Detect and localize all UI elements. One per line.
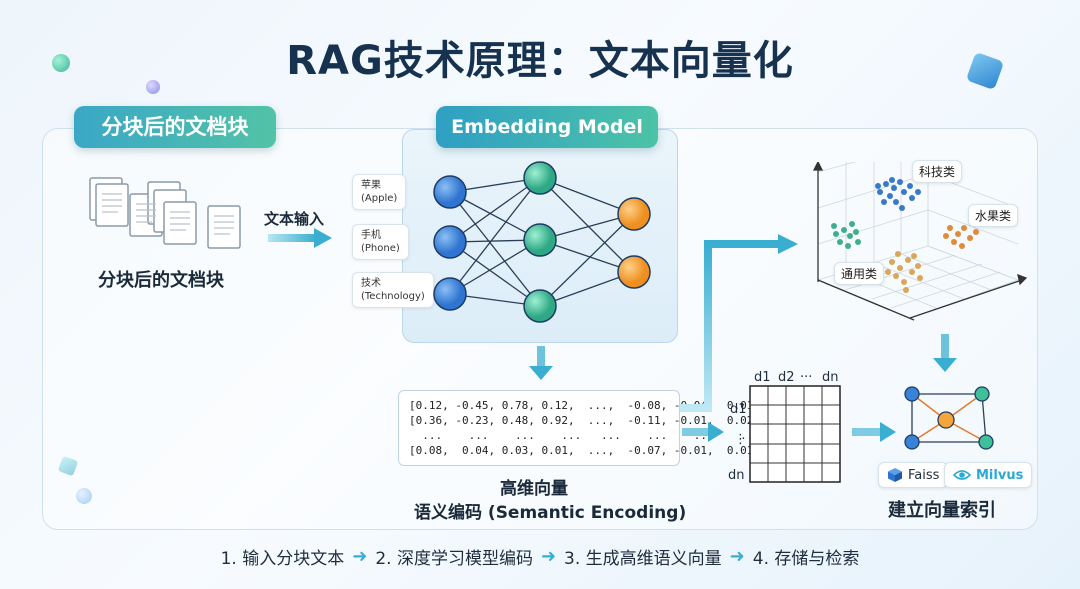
step-label: 3. 生成高维语义向量 bbox=[564, 549, 722, 569]
cluster-label-general: 通用类 bbox=[834, 262, 885, 285]
input-word-apple-zh: 苹果 bbox=[361, 180, 381, 191]
step-arrow-icon: ➜ bbox=[729, 546, 745, 567]
model-to-vector-arrow bbox=[529, 346, 553, 380]
input-word-phone-zh: 手机 bbox=[361, 230, 381, 241]
text-input-arrow bbox=[268, 228, 332, 248]
faiss-logo: Faiss bbox=[878, 462, 949, 488]
scatter-to-index-arrow bbox=[933, 334, 957, 372]
vector-caption-subtitle: 语义编码 (Semantic Encoding) bbox=[414, 503, 687, 523]
input-word-apple-en: (Apple) bbox=[361, 193, 398, 204]
milvus-eye-icon bbox=[953, 470, 971, 480]
input-word-technology-en: (Technology) bbox=[361, 291, 425, 302]
vector-to-grid-arrow bbox=[682, 422, 724, 442]
embedding-model-pill: Embedding Model bbox=[436, 106, 658, 148]
vector-row: [0.08, 0.04, 0.03, 0.01, ..., -0.07, -0.… bbox=[409, 444, 760, 457]
chunk-docs-pill: 分块后的文档块 bbox=[74, 106, 276, 148]
dimension-grid bbox=[749, 385, 841, 483]
dim-row-label: ⋮ bbox=[734, 432, 747, 447]
step-label: 2. 深度学习模型编码 bbox=[375, 549, 533, 569]
vector-space-scatter bbox=[812, 162, 1028, 321]
vector-row: [0.12, -0.45, 0.78, 0.12, ..., -0.08, -0… bbox=[409, 399, 767, 412]
decor-orb-blue bbox=[76, 488, 92, 504]
faiss-cube-icon bbox=[888, 468, 902, 482]
step-arrow-icon: ➜ bbox=[540, 546, 557, 567]
cluster-label-tech: 科技类 bbox=[912, 160, 963, 183]
step-arrow-icon: ➜ bbox=[352, 546, 368, 567]
dim-row-label: d1 bbox=[730, 402, 747, 417]
step-label: 1. 输入分块文本 bbox=[220, 549, 345, 569]
process-steps: 1. 输入分块文本 ➜ 2. 深度学习模型编码 ➜ 3. 生成高维语义向量 ➜ … bbox=[0, 544, 1080, 569]
milvus-label: Milvus bbox=[976, 467, 1024, 483]
vector-index-graph bbox=[904, 386, 994, 450]
decor-orb-purple bbox=[146, 80, 160, 94]
step-label: 4. 存储与检索 bbox=[752, 549, 860, 569]
input-word-technology: 技术 (Technology) bbox=[352, 272, 434, 308]
text-input-label: 文本输入 bbox=[264, 210, 325, 228]
vector-to-scatter-arrow bbox=[680, 234, 798, 412]
input-word-phone-en: (Phone) bbox=[361, 243, 400, 254]
input-word-phone: 手机 (Phone) bbox=[352, 224, 409, 260]
dim-col-label: d2 bbox=[778, 370, 795, 385]
faiss-label: Faiss bbox=[908, 467, 940, 483]
input-word-apple: 苹果 (Apple) bbox=[352, 174, 407, 210]
dim-col-label: d1 bbox=[754, 370, 771, 385]
index-caption: 建立向量索引 bbox=[888, 500, 996, 521]
grid-to-index-arrow bbox=[852, 422, 896, 442]
vector-row: [0.36, -0.23, 0.48, 0.92, ..., -0.11, -0… bbox=[409, 414, 767, 427]
dim-col-label: dn bbox=[822, 370, 839, 385]
document-stack-icon bbox=[89, 177, 241, 249]
vector-matrix: [0.12, -0.45, 0.78, 0.12, ..., -0.08, -0… bbox=[398, 390, 767, 466]
dim-row-label: dn bbox=[728, 468, 745, 483]
chunk-docs-caption: 分块后的文档块 bbox=[98, 270, 224, 291]
input-word-technology-zh: 技术 bbox=[361, 278, 381, 289]
vector-caption-title: 高维向量 bbox=[500, 479, 568, 499]
cluster-label-fruit: 水果类 bbox=[968, 204, 1019, 227]
decor-orb-green bbox=[52, 54, 70, 72]
dim-col-label: ··· bbox=[800, 370, 813, 385]
milvus-logo: Milvus bbox=[944, 462, 1033, 488]
neural-network-diagram bbox=[433, 161, 651, 323]
vector-row: ... ... ... ... ... ... ... ... bbox=[409, 429, 760, 442]
page-title: RAG技术原理：文本向量化 bbox=[286, 38, 794, 84]
